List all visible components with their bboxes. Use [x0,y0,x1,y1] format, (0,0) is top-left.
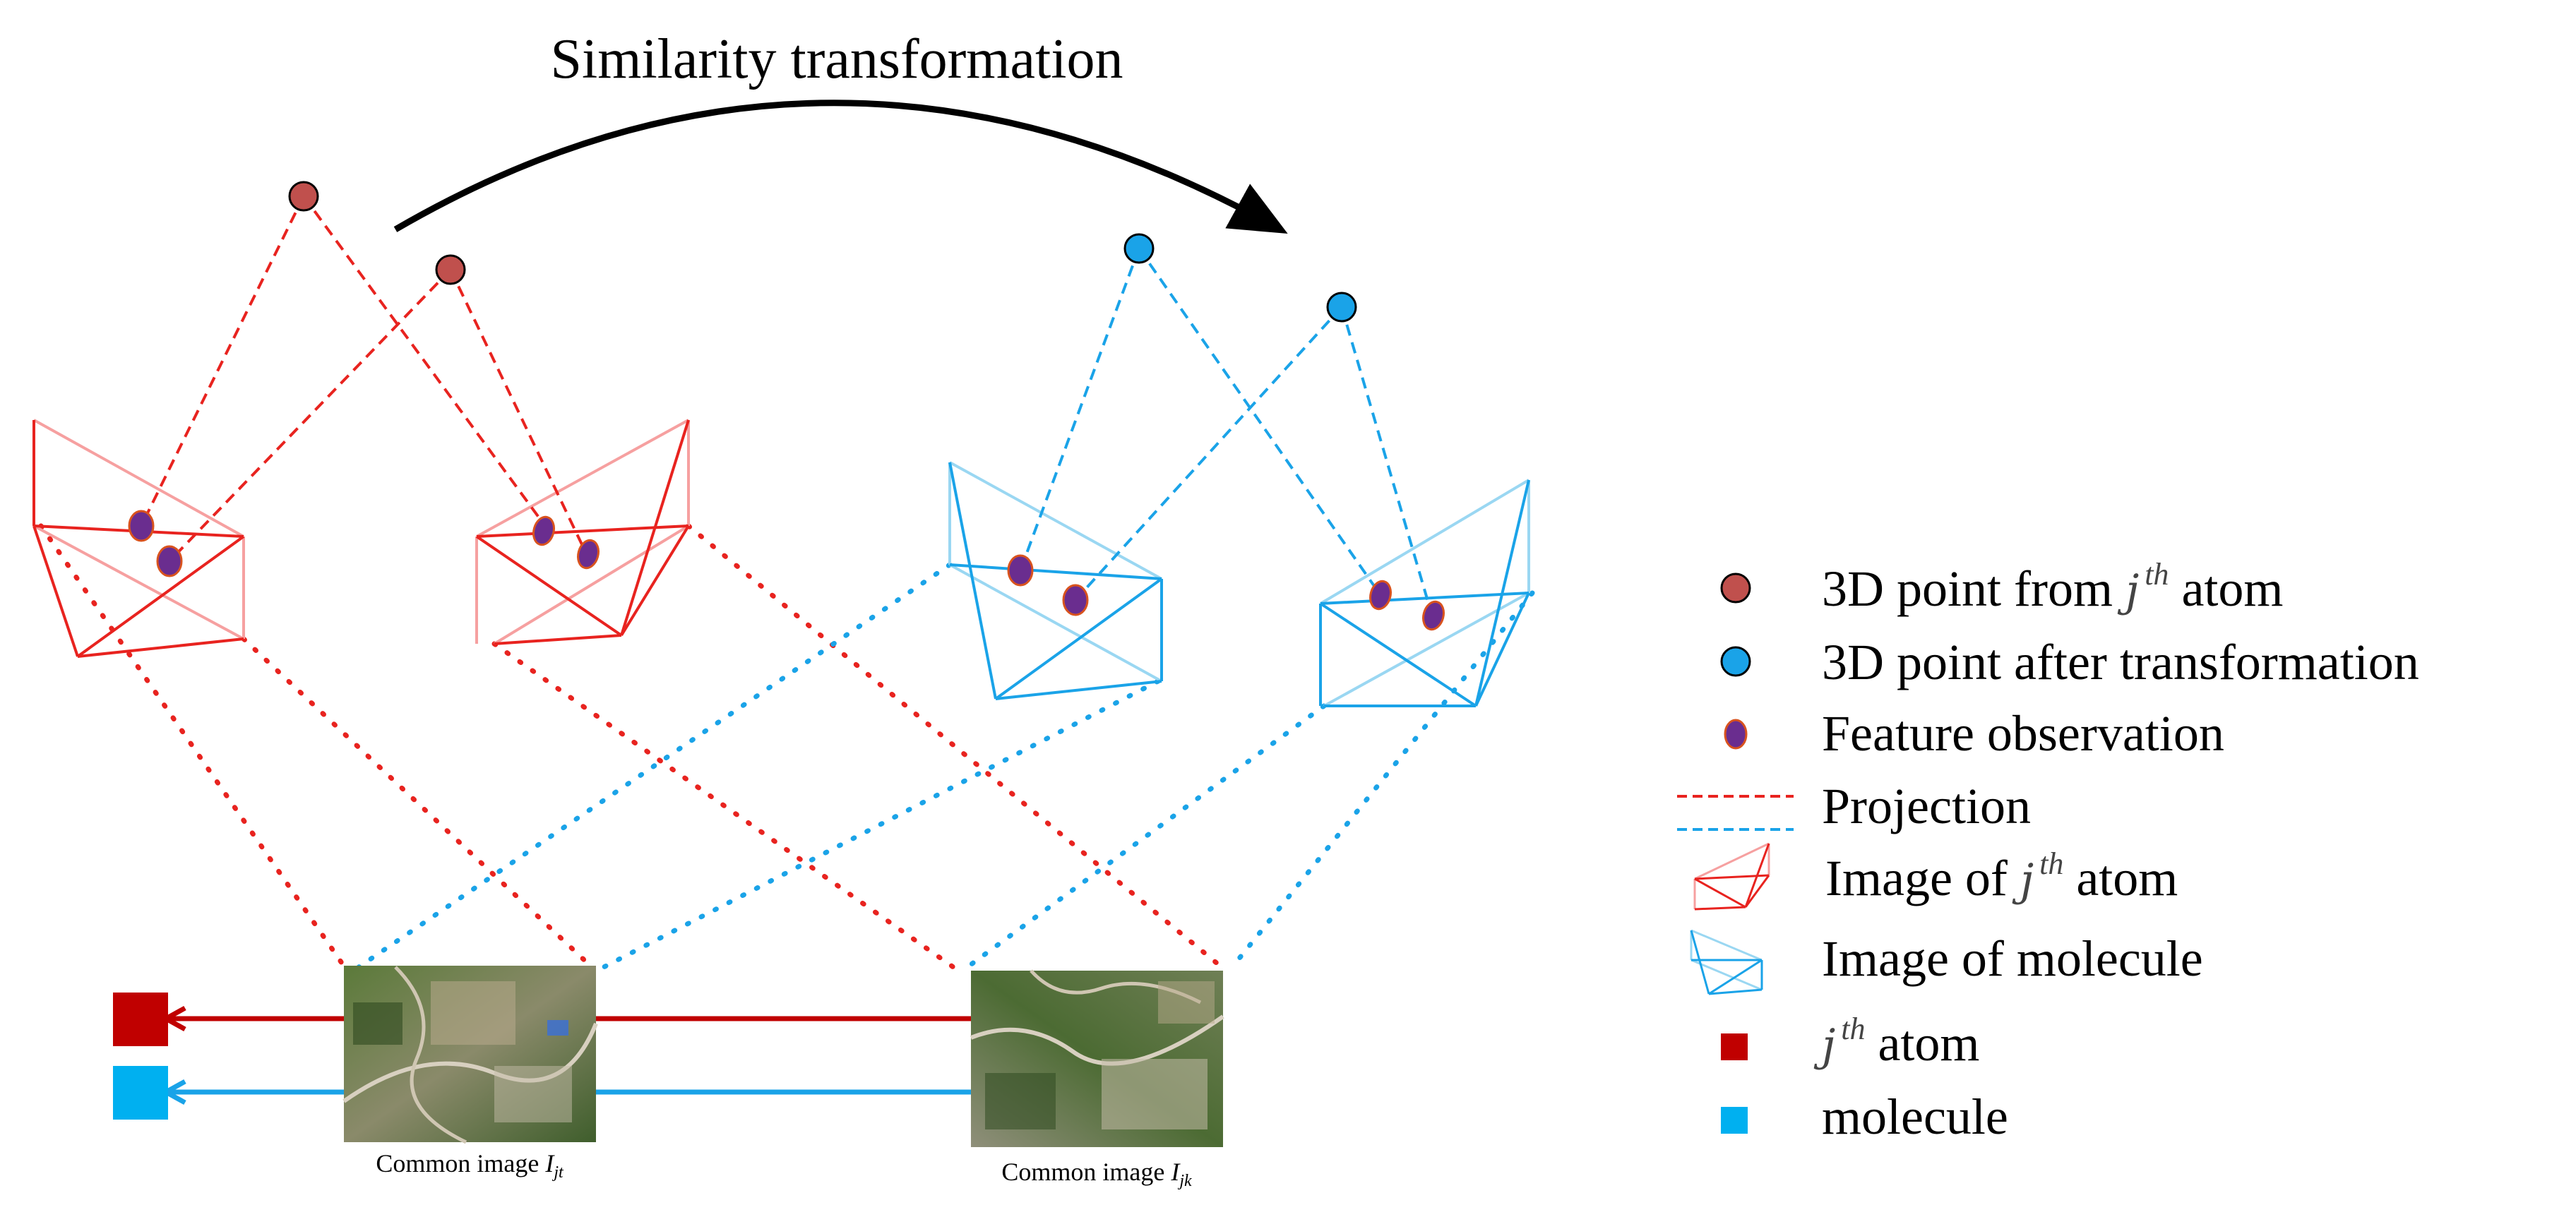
molecule-3d-points [1123,233,1357,323]
projection-rays-blue [1019,247,1433,616]
common-image-jt [342,966,598,1144]
blue-camera-icon [1690,929,1763,995]
feature-observations [128,510,1445,631]
dotted-links-blue [356,562,1535,970]
atom-camera-right [475,419,690,645]
legend-label-projection: Projection [1822,778,2031,834]
atom-camera-left [32,419,245,658]
atom-square [113,993,168,1046]
molecule-square [113,1066,168,1120]
legend-label-feature: Feature observation [1822,705,2224,762]
common-image-jk [970,969,1224,1147]
dotted-links-red [38,523,1224,970]
molecule-camera-left [948,461,1163,700]
blue-circle-icon [1720,646,1751,677]
projection-rays-red [140,195,590,563]
atom-point-2 [435,254,466,285]
common-image-jt-caption: Common image Ijt [376,1149,564,1182]
atom-3d-points [288,181,466,285]
blue-square-icon [1721,1107,1748,1134]
red-circle-icon [1720,572,1751,604]
dashed-lines-icon [1677,795,1794,831]
feature-ellipse-icon [1724,719,1748,750]
diagram-title: Similarity transformation [551,28,1123,90]
molecule-point-1 [1123,233,1155,264]
legend-label-molecule-image: Image of molecule [1822,930,2203,987]
red-camera-icon [1693,842,1770,911]
legend-label-molecule: molecule [1822,1089,2008,1145]
legend-label-transformed-point: 3D point after transformation [1822,634,2419,690]
common-image-jk-caption: Common image Ijk [1001,1158,1192,1190]
atom-point-1 [288,181,319,212]
red-square-icon [1721,1033,1748,1060]
molecule-camera-right [1319,479,1530,707]
molecule-point-2 [1326,292,1357,323]
transformation-arrow [393,100,1288,234]
